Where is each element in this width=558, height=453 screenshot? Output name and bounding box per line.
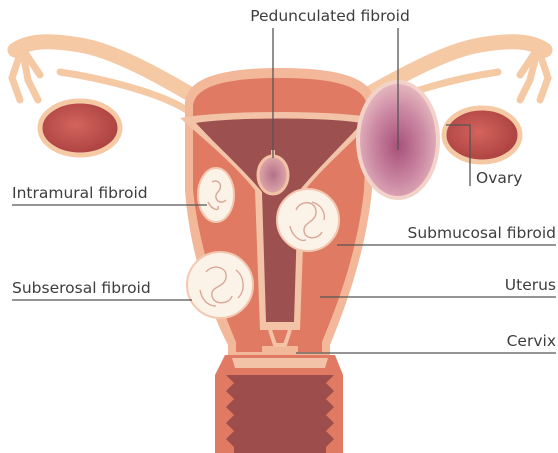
label-cervix: Cervix (507, 332, 556, 350)
cervix (215, 355, 343, 453)
left-ovary (40, 101, 120, 155)
label-uterus: Uterus (505, 276, 556, 294)
label-ovary: Ovary (476, 169, 522, 187)
label-submucosal-fibroid: Submucosal fibroid (408, 224, 557, 242)
subserosal-fibroid (187, 252, 253, 318)
label-intramural-fibroid: Intramural fibroid (12, 184, 148, 202)
label-subserosal-fibroid: Subserosal fibroid (12, 279, 151, 297)
cervical-canal (226, 375, 334, 453)
intramural-fibroid (198, 168, 234, 222)
submucosal-fibroid (277, 189, 339, 251)
right-ovary (444, 108, 520, 162)
label-pedunculated-fibroid: Pedunculated fibroid (250, 7, 410, 25)
